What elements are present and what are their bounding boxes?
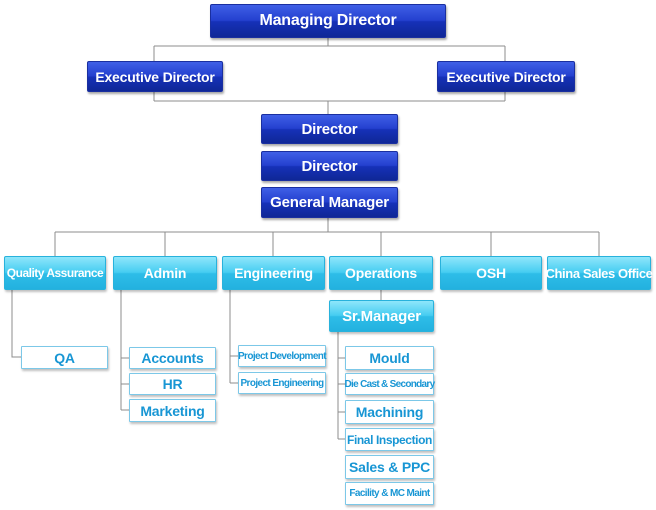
project-engineering-box: Project Engineering <box>238 372 326 394</box>
director-box-1: Director <box>261 114 398 144</box>
executive-director-right-box: Executive Director <box>437 61 575 92</box>
marketing-box: Marketing <box>129 399 216 422</box>
china-sales-office-box: China Sales Office <box>546 256 653 290</box>
sales-ppc-box: Sales & PPC <box>345 455 434 479</box>
managing-director-box: Managing Director <box>210 4 446 38</box>
osh-box: OSH <box>440 256 542 290</box>
general-manager-box: General Manager <box>261 187 398 218</box>
hr-box: HR <box>129 373 216 395</box>
facility-mc-maint-box: Facility & MC Maint <box>345 482 434 505</box>
mould-box: Mould <box>345 346 434 370</box>
sr-manager-box: Sr.Manager <box>329 300 434 332</box>
final-inspection-box: Final Inspection <box>345 428 434 451</box>
qa-box: QA <box>21 346 108 369</box>
accounts-box: Accounts <box>129 347 216 369</box>
admin-box: Admin <box>113 256 217 290</box>
executive-director-left-box: Executive Director <box>87 61 223 92</box>
director-box-2: Director <box>261 151 398 181</box>
die-cast-secondary-box: Die Cast & Secondary <box>345 373 435 395</box>
quality-assurance-box: Quality Assurance <box>4 256 106 290</box>
engineering-box: Engineering <box>222 256 325 290</box>
operations-box: Operations <box>329 256 433 290</box>
project-development-box: Project Development <box>238 345 327 367</box>
machining-box: Machining <box>345 400 434 424</box>
